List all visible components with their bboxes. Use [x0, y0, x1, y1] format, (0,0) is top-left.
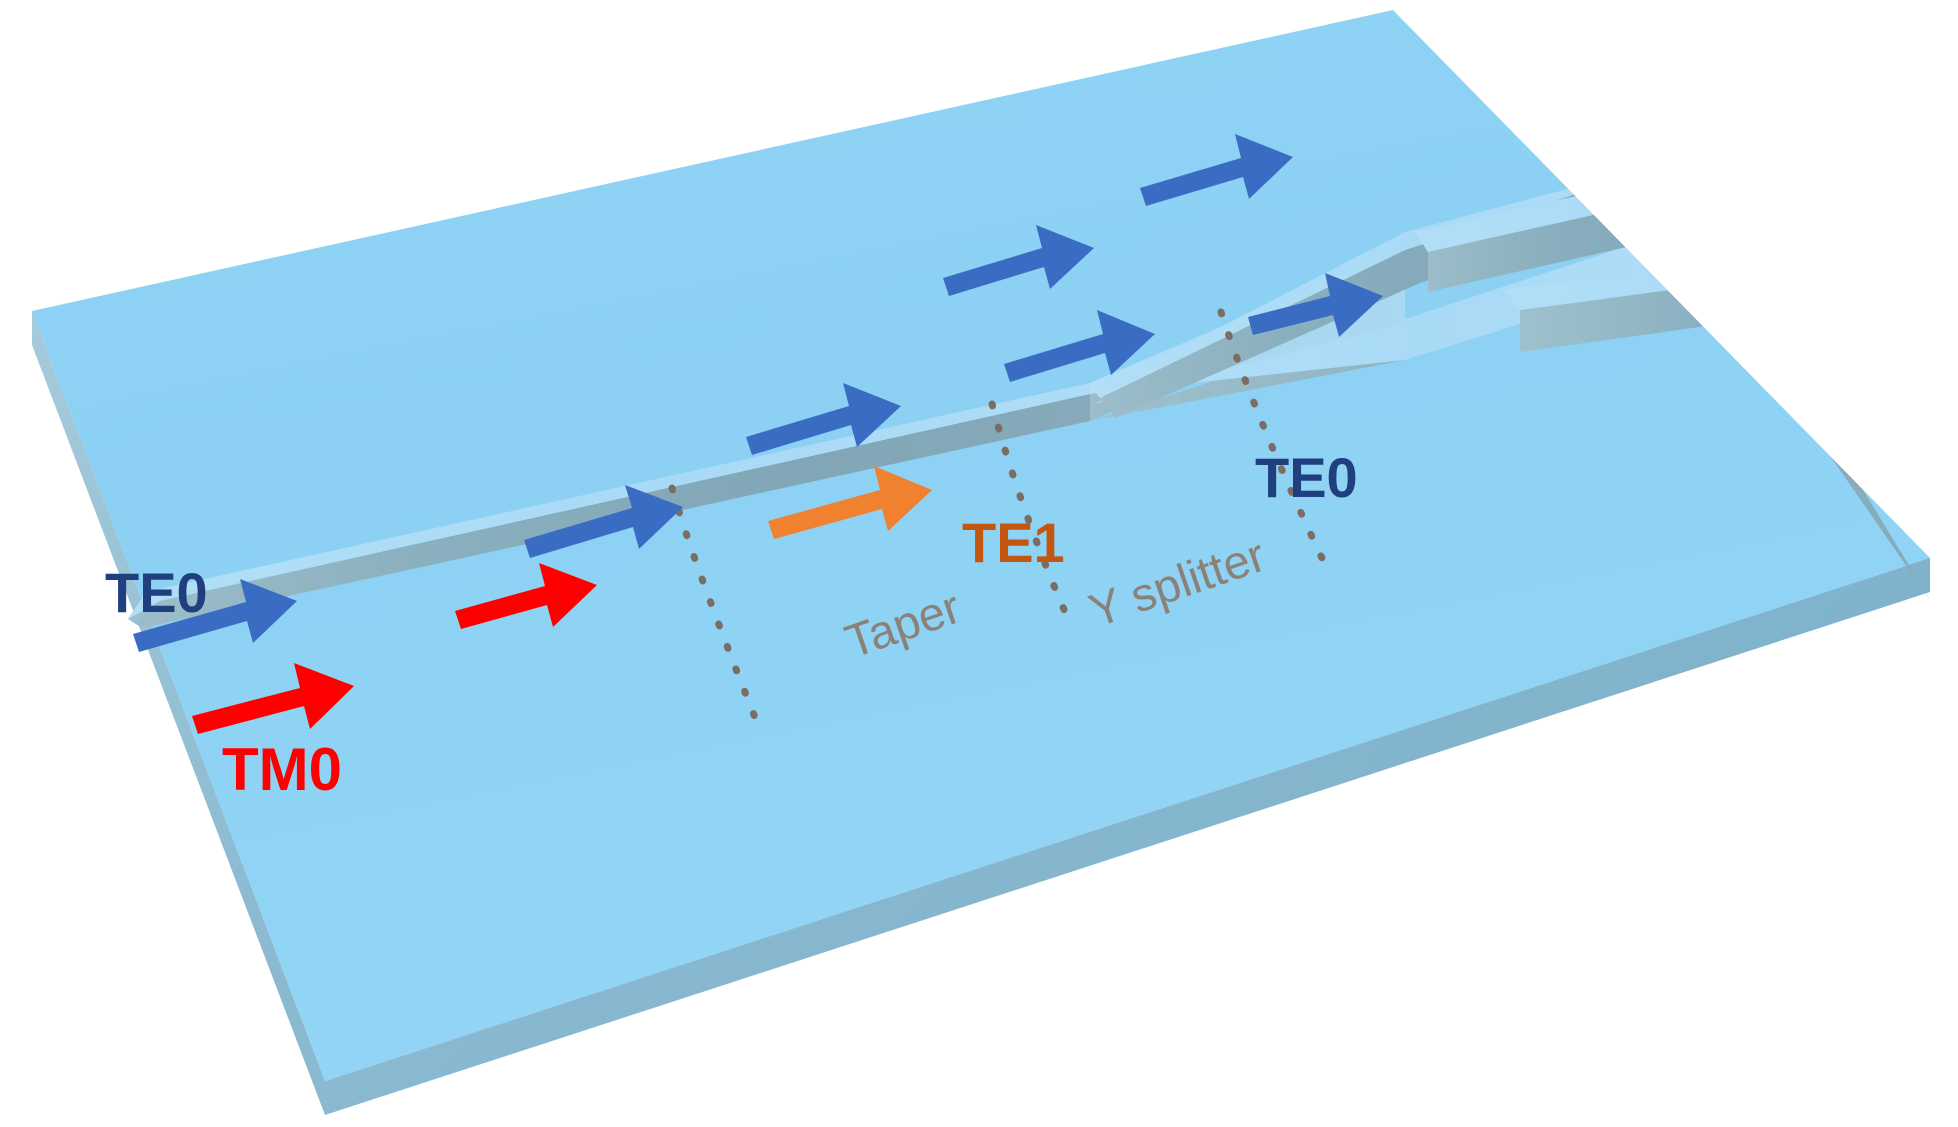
- lower-branch-top-face: [1090, 222, 1700, 394]
- arrow-upper-branch-te0: [943, 225, 1094, 296]
- input-ridge-top-face: [128, 383, 1090, 619]
- arrow-taper-te1: [768, 466, 932, 539]
- slab-front-edge: [32, 311, 1930, 1115]
- arrow-pretaper-tm0: [455, 563, 597, 629]
- arrow-input-te0: [133, 579, 297, 652]
- mode-flow-arrows: [133, 134, 1383, 734]
- arrow-pretaper-te0: [524, 485, 683, 558]
- arrow-taper-te0: [746, 383, 901, 455]
- arrow-input-tm0: [192, 663, 354, 734]
- arrow-lower-branch-te0: [1004, 310, 1155, 382]
- arrow-lower-output-te0: [1248, 273, 1383, 337]
- input-waveguide-ridge: [128, 383, 1090, 628]
- label-output-te0: TE0: [1255, 446, 1358, 509]
- slab-right-trim: [1393, 10, 1958, 600]
- label-input-tm0: TM0: [222, 736, 342, 803]
- input-ridge-side-face: [142, 394, 1090, 628]
- label-input-te0: TE0: [105, 561, 208, 624]
- divider-splitter-end: [1217, 308, 1334, 579]
- label-te1: TE1: [962, 511, 1065, 574]
- arrow-upper-output-te0: [1140, 134, 1293, 206]
- divider-taper-end: [988, 400, 1076, 632]
